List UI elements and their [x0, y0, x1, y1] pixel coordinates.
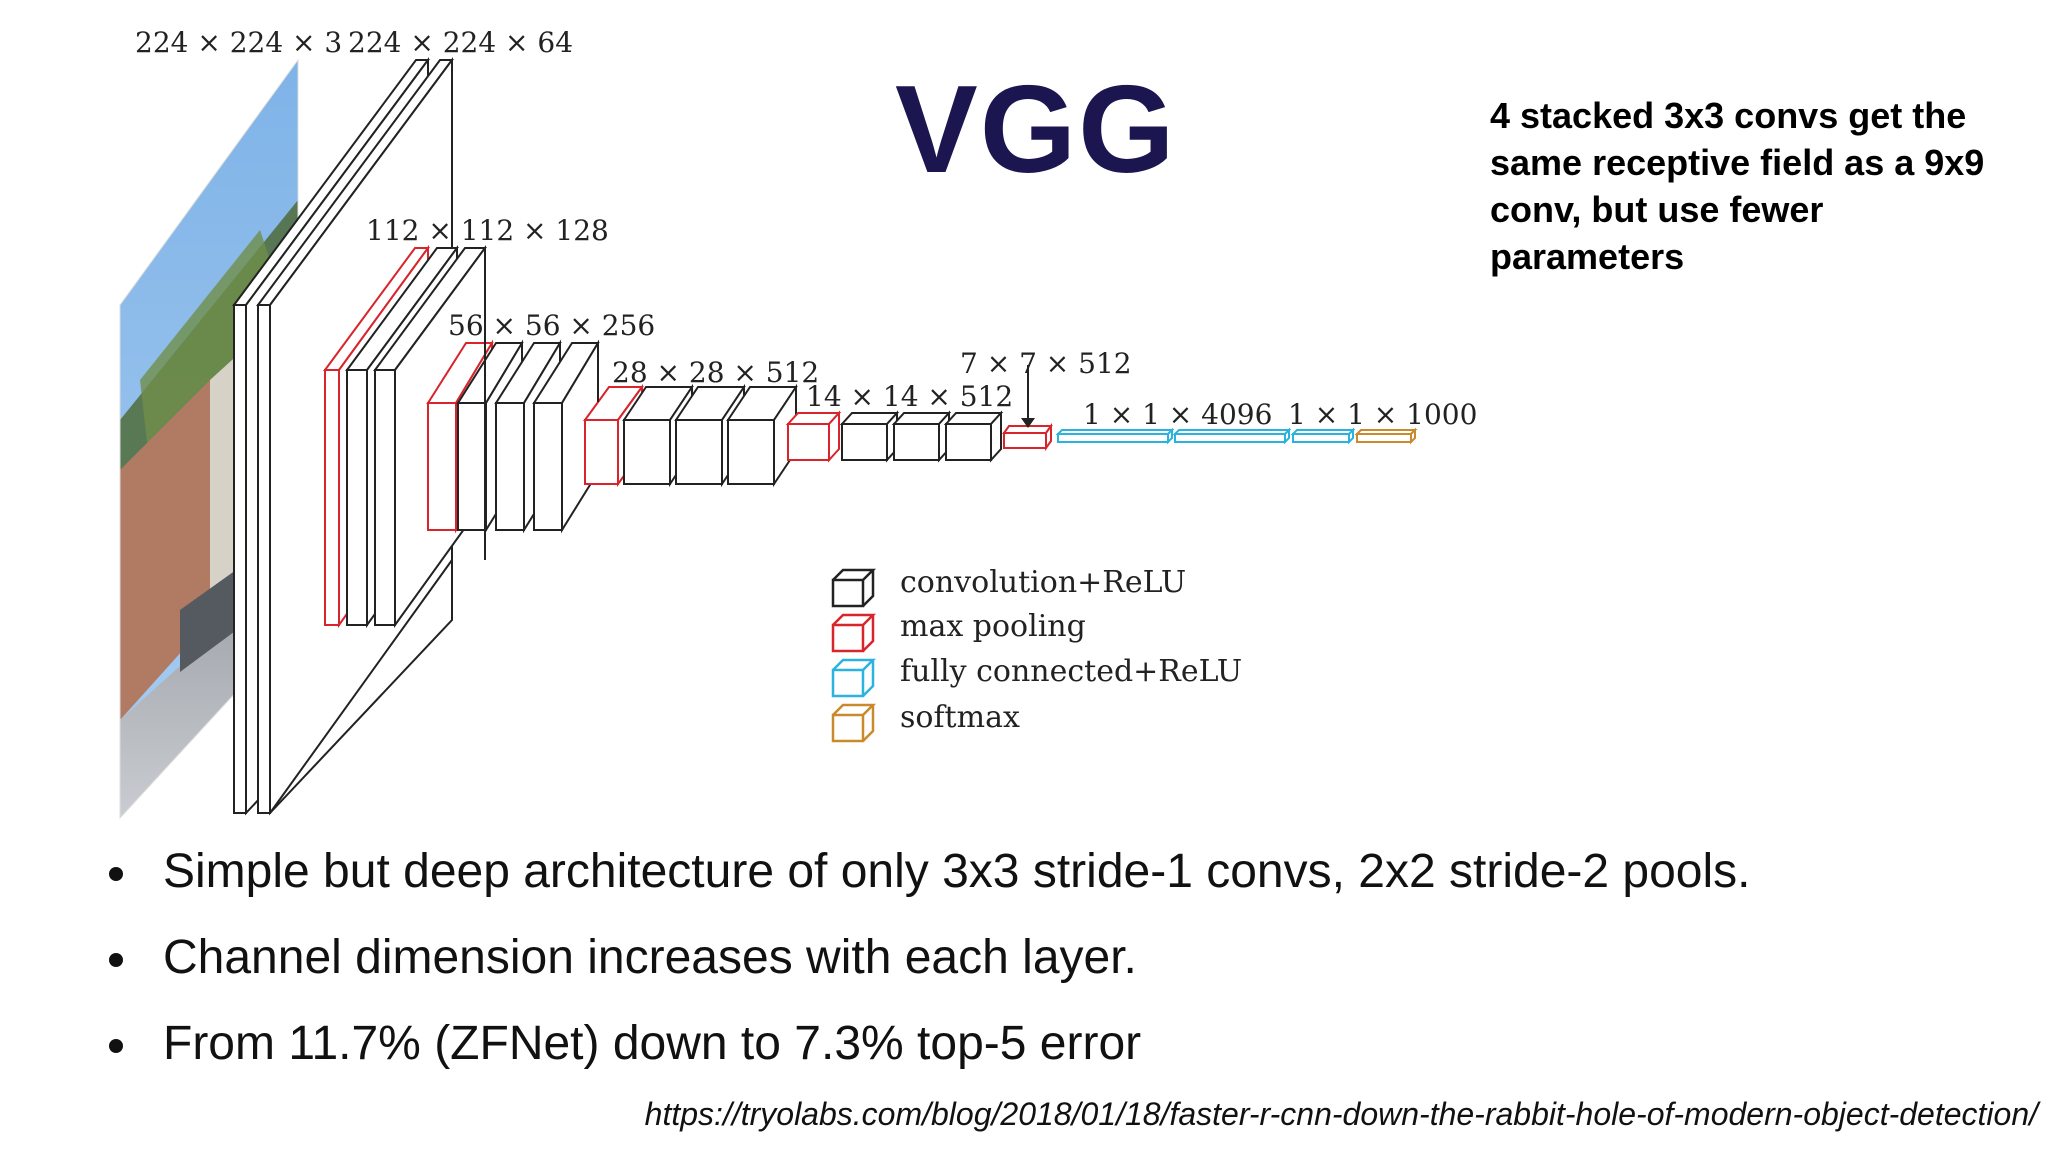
legend-item-softmax: softmax	[831, 700, 1020, 743]
layer-blocks	[232, 56, 1418, 816]
dim-label: 224 × 224 × 3	[135, 26, 342, 59]
arrow-head	[1021, 418, 1035, 428]
dim-label: 112 × 112 × 128	[366, 214, 609, 247]
bullet-dot	[109, 1039, 123, 1053]
legend-label: convolution+ReLU	[900, 565, 1186, 600]
connector-lines	[269, 250, 1029, 814]
pool-block	[1002, 422, 1053, 452]
conv-block	[456, 339, 600, 534]
dim-label: 7 × 7 × 512	[960, 347, 1132, 380]
conv-block	[839, 410, 1004, 463]
pool-block	[785, 410, 842, 463]
bullet-text: Simple but deep architecture of only 3x3…	[163, 845, 1751, 898]
bullet-item: Channel dimension increases with each la…	[105, 928, 1751, 1014]
legend-label: softmax	[900, 700, 1020, 735]
dim-label: 224 × 224 × 64	[348, 26, 573, 59]
slide-title: VGG	[895, 61, 1177, 199]
dim-label: 28 × 28 × 512	[612, 356, 819, 389]
legend-label: fully connected+ReLU	[900, 654, 1242, 689]
bullet-item: Simple but deep architecture of only 3x3…	[105, 842, 1751, 928]
bullet-text: From 11.7% (ZFNet) down to 7.3% top-5 er…	[163, 1017, 1142, 1070]
dim-label: 14 × 14 × 512	[806, 380, 1013, 413]
bullet-dot	[109, 953, 123, 967]
legend-item-convolution: convolution+ReLU	[831, 565, 1186, 608]
legend-item-max-pooling: max pooling	[831, 609, 1086, 653]
conv-block	[622, 383, 798, 488]
legend-label: max pooling	[900, 609, 1086, 644]
dim-label: 56 × 56 × 256	[448, 309, 655, 342]
dim-label: 1 × 1 × 1000	[1288, 398, 1477, 431]
source-link[interactable]: https://tryolabs.com/blog/2018/01/18/fas…	[644, 1096, 2038, 1132]
legend-item-fully-connected: fully connected+ReLU	[831, 654, 1242, 698]
bullet-list: Simple but deep architecture of only 3x3…	[105, 842, 1751, 1100]
bullet-text: Channel dimension increases with each la…	[163, 931, 1137, 984]
bullet-item: From 11.7% (ZFNet) down to 7.3% top-5 er…	[105, 1014, 1751, 1100]
fc-block	[1055, 427, 1356, 445]
softmax-block	[1354, 427, 1418, 445]
bullet-dot	[109, 867, 123, 881]
legend: convolution+ReLU max pooling fully conne…	[831, 565, 1242, 743]
dim-label: 1 × 1 × 4096	[1083, 398, 1272, 431]
side-note: 4 stacked 3x3 convs get the same recepti…	[1490, 95, 1985, 277]
